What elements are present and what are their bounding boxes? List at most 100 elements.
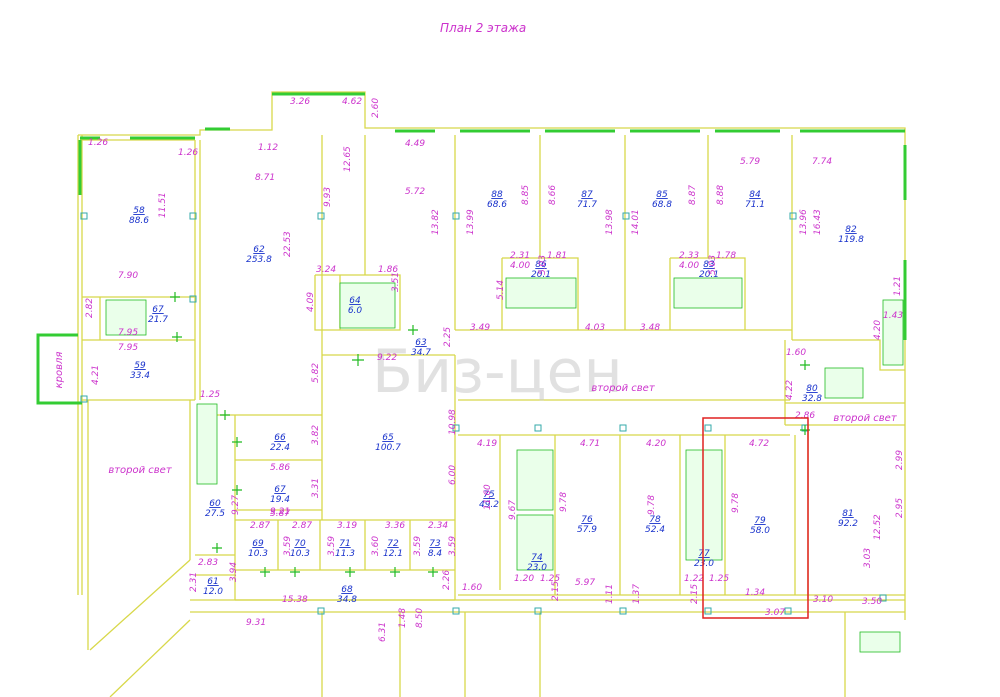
room-number: 64	[349, 296, 361, 306]
room-area: 8.4	[428, 549, 443, 559]
room-area: 57.9	[577, 525, 597, 535]
dimension-label: 5.72	[405, 187, 425, 197]
dimension-label: 1.37	[632, 584, 642, 604]
dimension-label: 2.33	[679, 251, 699, 261]
dimension-label: 2.87	[292, 521, 312, 531]
room-area: 33.4	[130, 371, 150, 381]
room-area: 49.2	[479, 500, 499, 510]
dimension-label: 2.95	[895, 498, 905, 518]
dimension-label: 4.09	[306, 292, 316, 312]
room-number: 63	[415, 338, 427, 348]
room-area: 10.3	[248, 549, 268, 559]
dimension-label: 6.00	[448, 465, 458, 485]
room-number: 81	[842, 509, 853, 519]
dimension-label: 4.20	[646, 439, 666, 449]
room-number: 71	[339, 539, 350, 549]
dimension-label: 4.72	[749, 439, 769, 449]
room-number: 80	[806, 384, 818, 394]
dimension-label: 8.88	[716, 185, 726, 205]
dimension-label: 5.03	[708, 255, 718, 275]
room-number: 60	[209, 499, 221, 509]
room-number: 77	[698, 549, 710, 559]
dimension-label: 1.81	[547, 251, 567, 261]
dimension-label: 9.78	[559, 492, 569, 512]
dimension-label: 1.26	[178, 148, 198, 158]
walls	[36, 91, 907, 697]
dimension-label: 5.79	[740, 157, 760, 167]
dimension-label: 3.59	[283, 536, 293, 556]
dimension-label: 3.59	[448, 536, 458, 556]
room-area: 27.5	[205, 509, 225, 519]
dimension-label: 1.11	[605, 584, 615, 604]
dimension-label: 3.26	[290, 97, 310, 107]
dimension-label: 1.12	[258, 143, 278, 153]
room-number: 67	[274, 485, 286, 495]
room-area: 119.8	[838, 235, 864, 245]
room-number: 62	[253, 245, 265, 255]
dimension-label: 3.94	[229, 562, 239, 582]
room-number: 68	[341, 585, 353, 595]
room-area: 34.7	[411, 348, 431, 358]
dimension-label: 1.43	[883, 311, 903, 321]
dimension-label: 1.25	[540, 574, 560, 584]
columns	[80, 212, 887, 615]
dimension-label: 5.82	[311, 363, 321, 383]
dimension-label: 2.31	[510, 251, 530, 261]
dimension-label: 2.34	[428, 521, 448, 531]
dimension-label: 8.71	[255, 173, 275, 183]
dimension-label: 2.15	[690, 584, 700, 604]
dimension-label: 1.21	[893, 276, 903, 296]
dimension-label: 9.93	[323, 187, 333, 207]
dimension-label: 2.25	[443, 327, 453, 347]
selected-unit-highlight	[702, 417, 809, 619]
room-number: 58	[133, 206, 145, 216]
room-area: 12.1	[383, 549, 403, 559]
dimension-label: 4.20	[873, 320, 883, 340]
dimension-label: 3.49	[470, 323, 490, 333]
dimension-label: 1.78	[716, 251, 736, 261]
room-number: 85	[656, 190, 668, 200]
dimension-label: 7.95	[118, 328, 138, 338]
dimension-label: 22.53	[283, 231, 293, 257]
watermark: Биз-цен	[372, 337, 623, 407]
room-number: 65	[382, 433, 394, 443]
dimension-label: 1.26	[88, 138, 108, 148]
stairs	[105, 277, 904, 653]
room-number: 67	[152, 305, 164, 315]
dimension-label: 7.90	[118, 271, 138, 281]
dimension-label: 4.62	[342, 97, 362, 107]
dimension-label: 1.25	[200, 390, 220, 400]
dimension-label: 1.25	[709, 574, 729, 584]
dimension-label: 4.71	[580, 439, 600, 449]
dimension-label: 9.78	[731, 493, 741, 513]
dimension-label: 9.67	[508, 500, 518, 520]
dimension-label: 2.31	[189, 572, 199, 592]
dimension-label: 12.65	[343, 146, 353, 172]
room-number: 78	[649, 515, 661, 525]
dimension-label: 2.26	[442, 570, 452, 590]
dimension-label: 8.85	[521, 185, 531, 205]
room-area: 23.0	[694, 559, 714, 569]
dimension-label: 6.31	[378, 622, 388, 642]
note-label: второй свет	[833, 413, 898, 424]
room-area: 20.1	[531, 270, 551, 280]
room-area: 253.8	[246, 255, 272, 265]
dimension-label: 7.95	[118, 343, 138, 353]
dimension-label: 4.00	[510, 261, 530, 271]
room-number: 86	[535, 260, 547, 270]
note-label: второй свет	[591, 383, 656, 394]
room-area: 10.3	[290, 549, 310, 559]
dimension-label: 1.86	[378, 265, 398, 275]
room-area: 12.0	[203, 587, 223, 597]
dimension-label: 4.03	[585, 323, 605, 333]
dimension-label: 7.74	[812, 157, 832, 167]
dimension-label: 15.38	[282, 595, 308, 605]
room-number: 88	[491, 190, 503, 200]
dimension-label: 3.59	[413, 536, 423, 556]
dimension-label: 1.22	[684, 574, 704, 584]
room-area: 34.8	[337, 595, 357, 605]
dimension-label: 12.52	[873, 514, 883, 540]
dimension-label: 2.83	[198, 558, 218, 568]
